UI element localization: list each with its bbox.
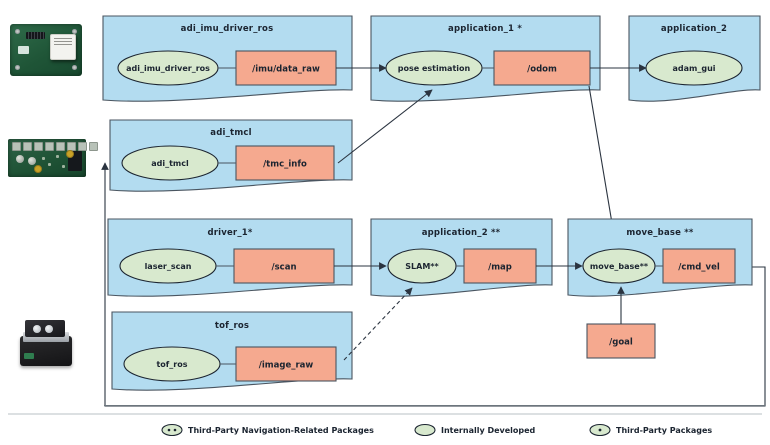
legend-item-internally-developed: Internally Developed	[414, 423, 536, 437]
group-title: application_1 *	[448, 24, 522, 34]
standalone-topic-goal: /goal	[586, 286, 656, 359]
group-adi-imu-driver-ros: adi_imu_driver_ros adi_imu_driver_ros /i…	[102, 15, 353, 102]
edge-tmcinfo-to-pose	[337, 89, 433, 164]
legend-marker-icon	[161, 423, 183, 437]
topic-label: /cmd_vel	[678, 263, 720, 273]
topic-label: /scan	[272, 263, 297, 273]
topic-label: /image_raw	[259, 361, 314, 371]
group-title: application_2 **	[422, 228, 501, 238]
legend-label: Third-Party Navigation-Related Packages	[188, 426, 374, 435]
topic-label: /map	[488, 263, 512, 273]
group-title: move_base **	[626, 228, 694, 238]
group-application-2-slam: application_2 ** SLAM** /map	[370, 218, 553, 297]
imu-sensor-board-image	[10, 24, 82, 76]
node-label: adi_imu_driver_ros	[126, 64, 210, 73]
node-label: adi_tmcl	[151, 159, 189, 168]
group-title: adi_tmcl	[210, 128, 251, 138]
group-title: driver_1*	[207, 228, 252, 238]
group-title: tof_ros	[215, 321, 249, 331]
node-label: pose estimation	[398, 64, 471, 73]
group-adi-tmcl: adi_tmcl adi_tmcl /tmc_info	[109, 119, 353, 192]
node-label: tof_ros	[156, 360, 187, 369]
topic-box[interactable]	[233, 248, 335, 284]
topic-box[interactable]	[586, 323, 656, 359]
node-label: laser_scan	[145, 262, 192, 271]
group-tof-ros: tof_ros tof_ros /image_raw	[111, 311, 353, 391]
group-driver-1: driver_1* laser_scan /scan	[107, 218, 353, 297]
motor-controller-board-image	[8, 139, 98, 177]
tof-camera-module-image	[16, 318, 78, 370]
topic-box[interactable]	[662, 248, 736, 284]
legend-item-third-party: Third-Party Packages	[589, 423, 712, 437]
group-application-1: application_1 * pose estimation /odom	[370, 15, 601, 102]
topic-label: /tmc_info	[263, 160, 307, 170]
topic-box[interactable]	[493, 50, 591, 86]
legend: Third-Party Navigation-Related Packages …	[161, 423, 712, 437]
legend-label: Third-Party Packages	[616, 426, 712, 435]
legend-marker-icon	[414, 423, 436, 437]
group-application-2-gui: application_2 adam_gui	[628, 15, 761, 102]
node-label: SLAM**	[405, 262, 439, 271]
legend-label: Internally Developed	[441, 426, 536, 435]
edge-imageraw-to-slam	[343, 287, 413, 361]
group-title: application_2	[661, 24, 727, 34]
group-title: adi_imu_driver_ros	[181, 24, 274, 34]
topic-box[interactable]	[235, 346, 337, 382]
topic-label: /odom	[527, 65, 557, 75]
node-label: adam_gui	[672, 64, 715, 73]
node-label: move_base**	[590, 262, 649, 271]
topic-label: /imu/data_raw	[252, 65, 320, 75]
topic-label: /goal	[609, 338, 633, 348]
group-move-base: move_base ** move_base** /cmd_vel	[567, 218, 753, 297]
legend-item-third-party-nav: Third-Party Navigation-Related Packages	[161, 423, 374, 437]
